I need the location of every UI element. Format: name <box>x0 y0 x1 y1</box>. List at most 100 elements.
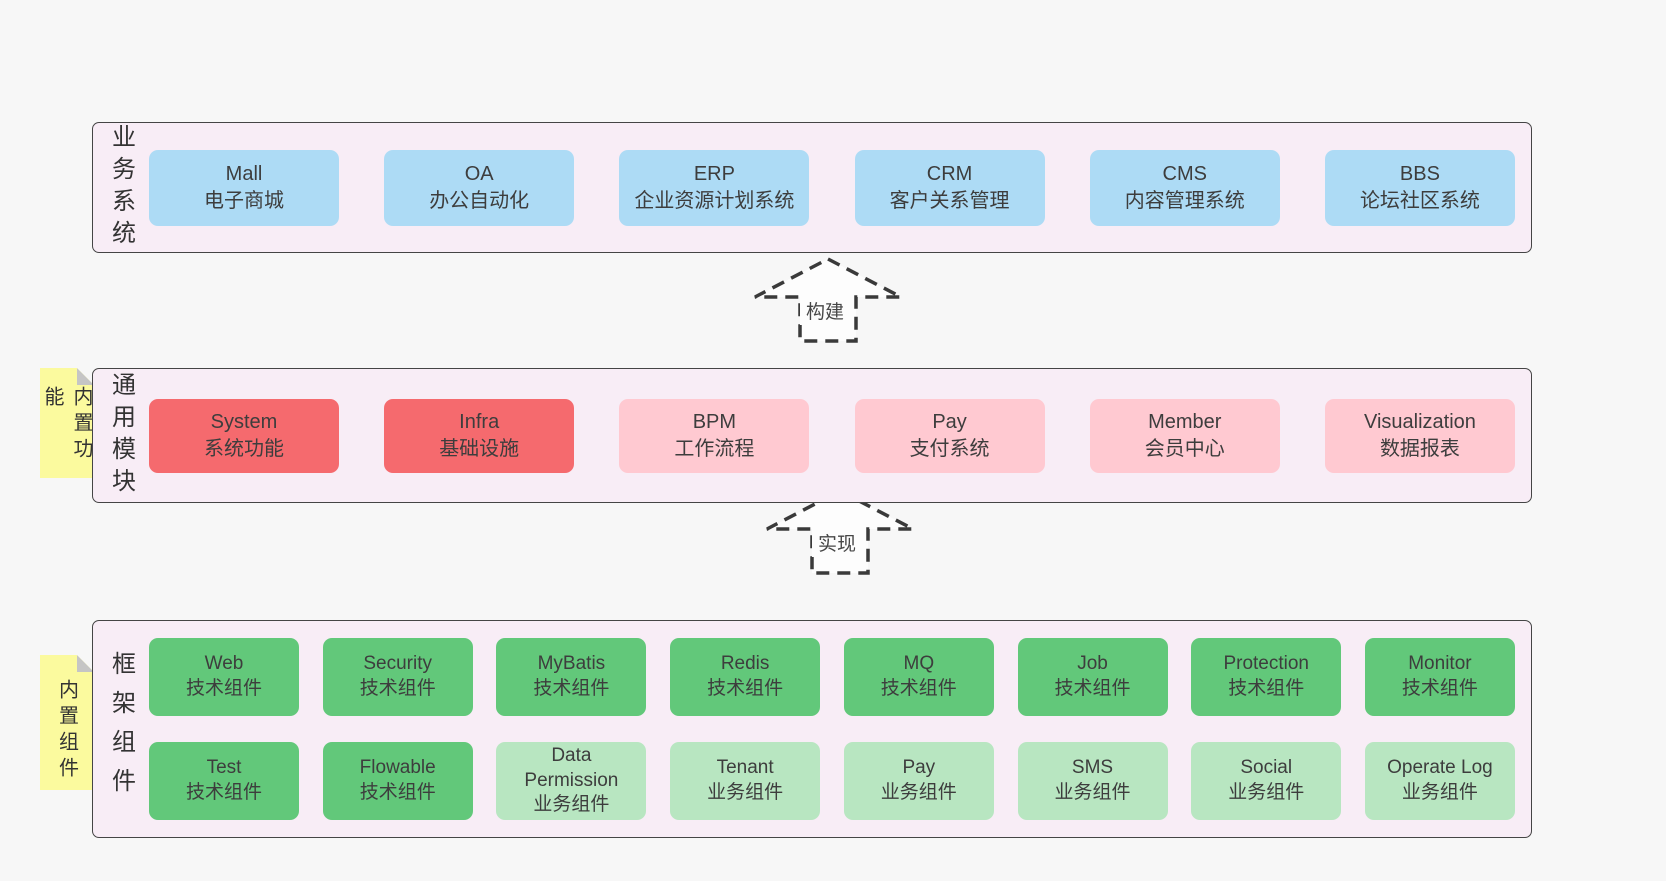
build-arrow-label: 构建 <box>806 301 844 323</box>
common-modules-band: 通用模块 System 系统功能 Infra 基础设施 BPM 工作流程 Pay… <box>92 368 1532 503</box>
box-subtitle: 内容管理系统 <box>1124 189 1245 212</box>
box-subtitle: 技术组件 <box>1228 678 1305 699</box>
box-test: Test 技术组件 <box>149 742 299 820</box>
box-subtitle: 技术组件 <box>1401 678 1478 699</box>
box-title: Operate Log <box>1387 757 1493 779</box>
box-monitor: Monitor 技术组件 <box>1364 638 1515 716</box>
band-label-business-systems: 业务系统 <box>107 123 135 252</box>
box-title: Flowable <box>359 757 436 779</box>
band-label-framework-components: 框架组件 <box>107 651 135 807</box>
box-subtitle: 支付系统 <box>909 437 990 460</box>
business-systems-band: 业务系统 Mall 电子商城 OA 办公自动化 ERP 企业资源计划系统 CRM… <box>92 122 1532 253</box>
box-title: Test <box>206 757 242 779</box>
box-subtitle: 业务组件 <box>880 782 957 803</box>
box-bpm: BPM 工作流程 <box>619 398 810 473</box>
box-title: MyBatis <box>537 653 606 675</box>
box-title: System <box>210 410 278 433</box>
box-subtitle: 技术组件 <box>359 782 436 803</box>
box-subtitle: 论坛社区系统 <box>1359 189 1480 212</box>
box-subtitle: 技术组件 <box>185 782 262 803</box>
box-web: Web 技术组件 <box>149 638 299 716</box>
box-title: MQ <box>903 653 935 675</box>
box-subtitle: 客户关系管理 <box>889 189 1010 212</box>
box-mybatis: MyBatis 技术组件 <box>496 638 647 716</box>
framework-components-row-1: Web 技术组件 Security 技术组件 MyBatis 技术组件 Redi… <box>149 638 1515 716</box>
box-subtitle: 业务组件 <box>707 782 784 803</box>
box-operate-log: Operate Log 业务组件 <box>1364 742 1515 820</box>
box-subtitle: 技术组件 <box>880 678 957 699</box>
note-text: 内置功能 <box>41 386 92 464</box>
box-subtitle: 电子商城 <box>204 189 284 212</box>
implement-arrow-label: 实现 <box>818 533 856 555</box>
box-title: BBS <box>1399 162 1440 185</box>
box-oa: OA 办公自动化 <box>384 149 575 226</box>
box-flowable: Flowable 技术组件 <box>322 742 473 820</box>
box-mall: Mall 电子商城 <box>149 149 339 226</box>
box-subtitle: 办公自动化 <box>429 189 530 212</box>
box-subtitle: 技术组件 <box>1054 678 1131 699</box>
box-subtitle: 技术组件 <box>185 678 262 699</box>
box-subtitle: 技术组件 <box>533 678 610 699</box>
box-system: System 系统功能 <box>149 398 339 473</box>
box-visualization: Visualization 数据报表 <box>1324 398 1515 473</box>
box-cms: CMS 内容管理系统 <box>1089 149 1280 226</box>
box-subtitle: 业务组件 <box>1401 782 1478 803</box>
box-title: Pay <box>932 410 967 433</box>
box-tenant: Tenant 业务组件 <box>670 742 821 820</box>
box-subtitle: 基础设施 <box>439 437 520 460</box>
box-crm: CRM 客户关系管理 <box>854 149 1045 226</box>
box-subtitle: 企业资源计划系统 <box>634 189 795 212</box>
box-subtitle: 技术组件 <box>707 678 784 699</box>
box-mq: MQ 技术组件 <box>843 638 994 716</box>
box-title: Mall <box>225 162 263 185</box>
box-subtitle: 数据报表 <box>1379 437 1460 460</box>
box-title: Pay <box>902 757 936 779</box>
box-data-permission: Data Permission 业务组件 <box>496 742 647 820</box>
box-infra: Infra 基础设施 <box>384 398 575 473</box>
build-arrow dashed-up-arrow-icon: 构建 <box>754 257 902 343</box>
note-built-in-features: 内置功能 <box>40 368 94 478</box>
box-title: OA <box>464 162 494 185</box>
box-title: Tenant <box>716 757 774 779</box>
box-title: BPM <box>692 410 737 433</box>
box-title: Member <box>1148 410 1222 433</box>
box-title: CMS <box>1162 162 1207 185</box>
box-title: Security <box>363 653 433 675</box>
band-label-common-modules: 通用模块 <box>107 371 135 500</box>
box-title: CRM <box>926 162 973 185</box>
box-bbs: BBS 论坛社区系统 <box>1324 149 1515 226</box>
box-sms: SMS 业务组件 <box>1017 742 1168 820</box>
box-subtitle: 业务组件 <box>1228 782 1305 803</box>
box-subtitle: 会员中心 <box>1144 437 1225 460</box>
box-title: Infra <box>459 410 500 433</box>
box-subtitle: 业务组件 <box>533 794 610 816</box>
box-security: Security 技术组件 <box>322 638 473 716</box>
box-pay-component: Pay 业务组件 <box>843 742 994 820</box>
framework-components-row-2: Test 技术组件 Flowable 技术组件 Data Permission … <box>149 742 1515 820</box>
box-social: Social 业务组件 <box>1191 742 1342 820</box>
implement-arrow dashed-up-arrow-icon: 实现 <box>766 489 914 575</box>
framework-components-band: 框架组件 Web 技术组件 Security 技术组件 MyBatis 技术组件… <box>92 620 1532 838</box>
box-title: Visualization <box>1363 410 1476 433</box>
box-title: Data Permission <box>524 744 619 791</box>
box-member: Member 会员中心 <box>1089 398 1280 473</box>
box-title: Job <box>1077 653 1108 675</box>
box-pay: Pay 支付系统 <box>854 398 1045 473</box>
business-systems-content: Mall 电子商城 OA 办公自动化 ERP 企业资源计划系统 CRM 客户关系… <box>149 123 1531 252</box>
box-title: Redis <box>720 653 770 675</box>
common-modules-row: System 系统功能 Infra 基础设施 BPM 工作流程 Pay 支付系统… <box>149 398 1515 473</box>
box-protection: Protection 技术组件 <box>1191 638 1342 716</box>
box-subtitle: 工作流程 <box>674 437 755 460</box>
box-subtitle: 系统功能 <box>204 437 284 460</box>
box-erp: ERP 企业资源计划系统 <box>619 149 810 226</box>
box-title: SMS <box>1071 757 1114 779</box>
note-text: 内置组件 <box>55 679 78 783</box>
note-built-in-components: 内置组件 <box>40 655 94 790</box>
box-title: ERP <box>693 162 735 185</box>
box-subtitle: 技术组件 <box>359 678 436 699</box>
box-subtitle: 业务组件 <box>1054 782 1131 803</box>
business-systems-row: Mall 电子商城 OA 办公自动化 ERP 企业资源计划系统 CRM 客户关系… <box>149 149 1515 226</box>
framework-components-content: Web 技术组件 Security 技术组件 MyBatis 技术组件 Redi… <box>149 621 1531 837</box>
box-title: Protection <box>1223 653 1309 675</box>
